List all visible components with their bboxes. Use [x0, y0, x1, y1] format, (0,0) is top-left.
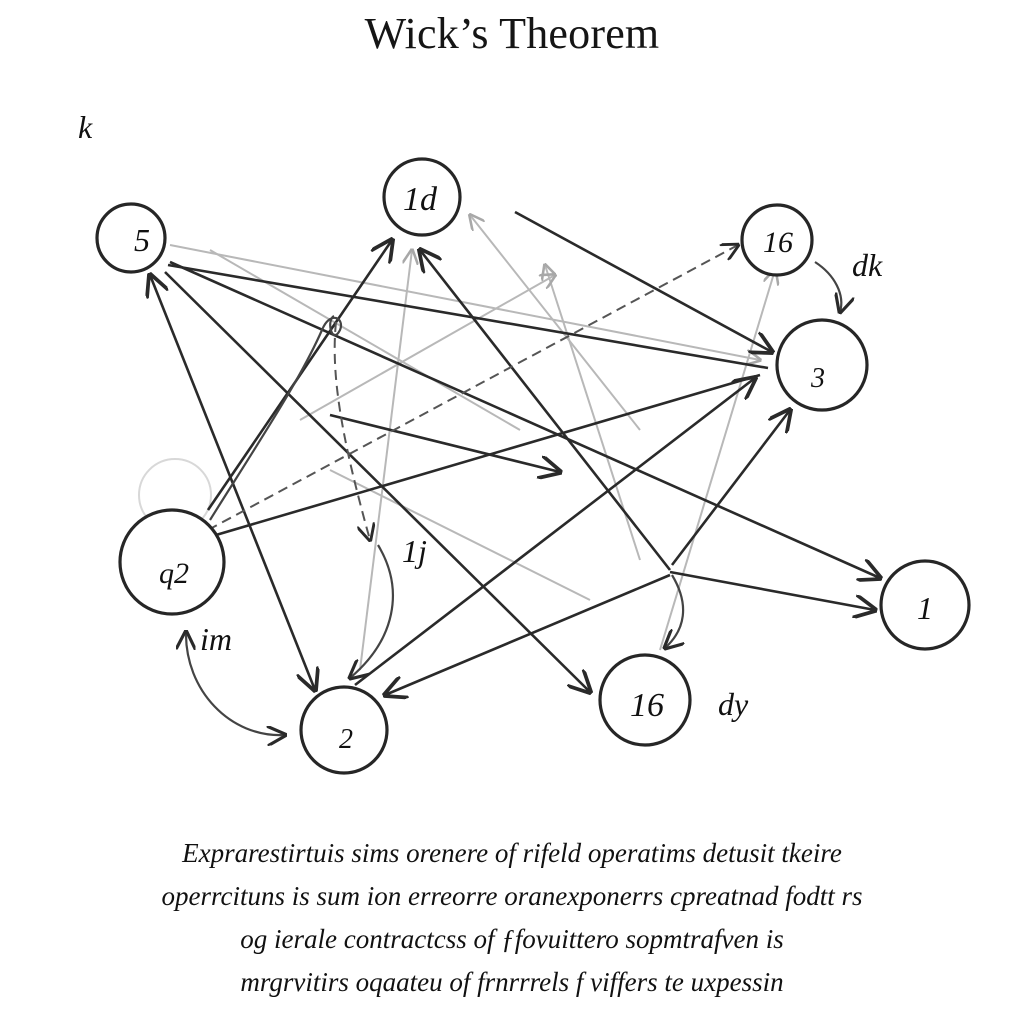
- corner-mark-label: k: [78, 109, 93, 145]
- faint-edge: [209, 249, 521, 431]
- edge-5-to-3: [167, 263, 769, 370]
- node-5: 5: [95, 202, 167, 274]
- curve-ij-to-2: [350, 544, 394, 678]
- node-3-circle: [775, 318, 869, 412]
- dashed-edge-q2-to-16top: [207, 245, 738, 531]
- node-2-label: 2: [339, 724, 353, 755]
- node-1: 1: [879, 559, 971, 651]
- caption-line-3: og ierale contractcss of ƒfovuittero sop…: [240, 924, 784, 954]
- faint-edges: [138, 215, 775, 671]
- edge-5-to-1: [169, 260, 880, 578]
- wick-contraction-diagram: 5 1d 16 3 q2 1 16 2 k dk 1j im dy: [78, 109, 971, 775]
- node-16-top: 16: [740, 203, 814, 277]
- node-2-circle: [299, 685, 389, 775]
- edge-mid-to-1: [669, 570, 875, 610]
- node-1d-circle: [382, 157, 462, 237]
- caption-line-1: Exprarestirtuis sims orenere of rifeld o…: [182, 838, 842, 868]
- node-q2-circle: [118, 508, 226, 616]
- node-q2: q2: [118, 508, 226, 616]
- faint-edge: [359, 250, 412, 671]
- im-label: im: [200, 621, 232, 657]
- curve-dk-to-3: [814, 261, 841, 312]
- node-16-circle: [598, 653, 692, 747]
- dk-label: dk: [852, 247, 883, 283]
- edge-1d-to-node-mid: [420, 250, 672, 571]
- ij-label: 1j: [402, 533, 427, 569]
- edge-mid-to-2: [385, 573, 671, 695]
- edge-5-to-16: [164, 271, 590, 692]
- diagram-title: Wick’s Theorem: [364, 9, 660, 58]
- node-q2-label: q2: [159, 557, 189, 590]
- node-16-top-circle: [740, 203, 814, 277]
- node-1d: 1d: [382, 157, 462, 237]
- free-labels: k dk 1j im dy: [78, 109, 883, 722]
- dashed-and-curved-edges: [186, 245, 841, 735]
- dashed-edge-center-down: [333, 321, 370, 540]
- faint-edge: [169, 244, 760, 360]
- node-1-circle: [879, 559, 971, 651]
- node-5-label: 5: [134, 222, 150, 258]
- edge-center-to-mid: [329, 413, 560, 472]
- edge-2-to-3: [354, 378, 755, 687]
- edge-top-to-3: [514, 210, 772, 352]
- node-3: 3: [775, 318, 869, 412]
- caption-line-4: mrgrvitirs oqaateu of frnrrrels f viffer…: [240, 967, 784, 997]
- node-16-top-label: 16: [763, 226, 793, 259]
- node-1-label: 1: [917, 590, 933, 626]
- caption-text: Exprarestirtuis sims orenere of rifeld o…: [60, 832, 964, 1004]
- caption-line-2: operrcituns is sum ion erreorre oranexpo…: [161, 881, 863, 911]
- edge-16-to-3: [670, 410, 790, 566]
- node-16-label: 16: [630, 687, 664, 724]
- curve-im-to-2: [186, 632, 285, 735]
- curve-mid-to-16: [665, 574, 683, 648]
- node-2: 2: [299, 685, 389, 775]
- dy-label: dy: [718, 686, 749, 722]
- node-16: 16: [598, 653, 692, 747]
- faint-edge: [470, 215, 641, 431]
- node-3-label: 3: [810, 363, 825, 394]
- curve-loop-center: [209, 315, 343, 521]
- faint-edge: [659, 270, 775, 651]
- faint-edge: [329, 469, 591, 601]
- faint-edge: [299, 275, 555, 421]
- edge-q2-to-3: [181, 373, 761, 547]
- node-5-circle: [95, 202, 167, 274]
- node-1d-label: 1d: [403, 181, 438, 218]
